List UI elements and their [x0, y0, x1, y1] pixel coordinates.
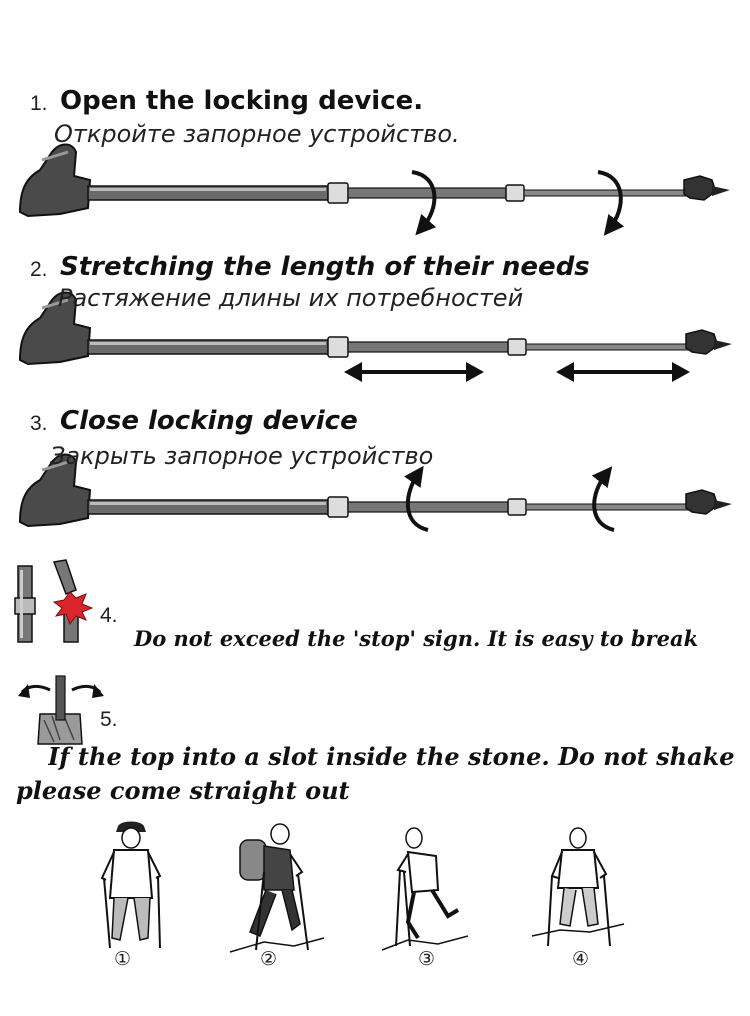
hiker-figure-icon: [229, 823, 325, 953]
warning-5-text-continued: please come straight out: [16, 776, 350, 805]
stone-slot-icon: [18, 675, 104, 745]
step-1-number: 1.: [30, 92, 48, 115]
double-arrow-icon: [344, 362, 484, 382]
warning-5-number: 5.: [100, 708, 118, 731]
step-2-subtitle: Растяжение длины их потребностей: [58, 284, 524, 312]
hiker-label-4: ④: [572, 948, 590, 970]
twist-arrow-icon: [411, 170, 437, 236]
warning-4-text: Do not exceed the 'stop' sign. It is eas…: [134, 626, 699, 651]
step-3-subtitle: Закрыть запорное устройство: [50, 442, 434, 470]
hiker-figure-icon: [100, 821, 162, 949]
twist-arrow-icon: [404, 465, 429, 532]
warning-4-number: 4.: [100, 604, 118, 627]
step-3-number: 3.: [30, 412, 48, 435]
step-2-number: 2.: [30, 258, 48, 281]
step-2-title: Stretching the length of their needs: [60, 252, 590, 282]
hiker-figure-icon: [381, 827, 469, 951]
twist-arrow-icon: [591, 466, 615, 532]
break-warning-icon: [14, 559, 94, 643]
step-1-subtitle: Откройте запорное устройство.: [54, 120, 460, 148]
hiker-label-3: ③: [418, 948, 436, 970]
hiker-figure-icon: [531, 827, 625, 947]
step-1-title: Open the locking device.: [60, 86, 424, 116]
step-3-title: Close locking device: [60, 406, 358, 436]
twist-arrow-icon: [597, 170, 625, 236]
double-arrow-icon: [556, 362, 690, 382]
warning-5-text: If the top into a slot inside the stone.…: [48, 742, 735, 771]
pole-1-icon: [18, 143, 730, 218]
hiker-label-2: ②: [260, 948, 278, 970]
pole-3-icon: [18, 453, 732, 528]
hiker-label-1: ①: [114, 948, 132, 970]
pole-2-icon: [18, 291, 732, 366]
